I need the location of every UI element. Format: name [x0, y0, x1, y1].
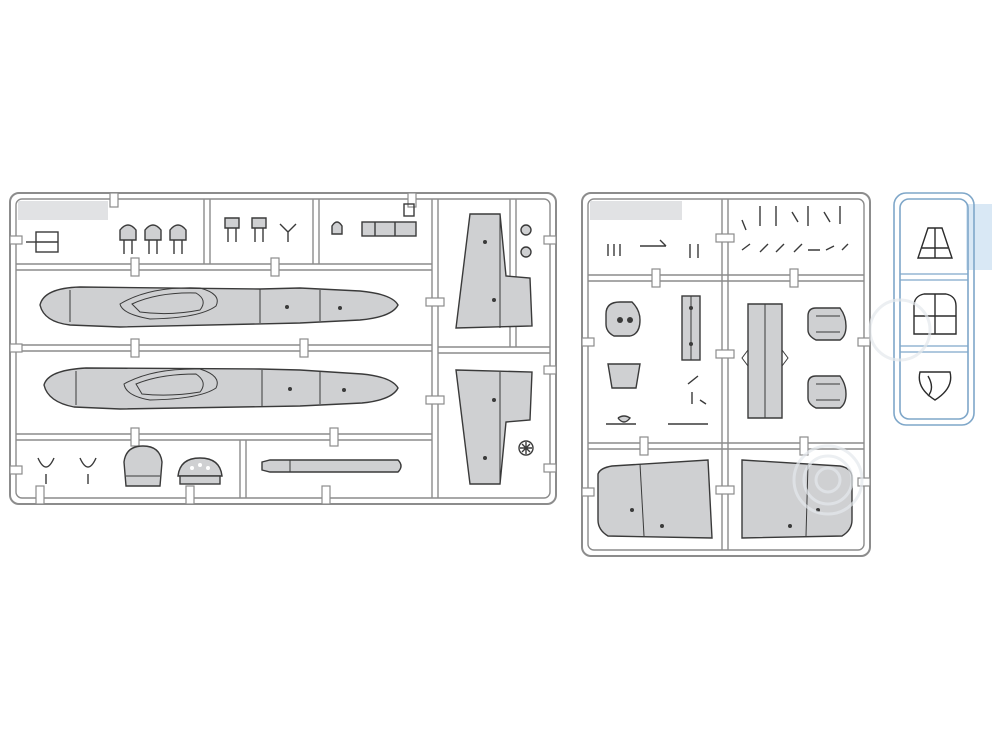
instrument-panel: [177, 457, 223, 485]
small-detail-parts: [607, 206, 849, 258]
sprue-b-frame: [581, 192, 871, 557]
intake-ring-1: [807, 307, 847, 341]
outer-wing-1: [597, 459, 713, 539]
sprue-c-tag: [966, 204, 992, 270]
engine-nacelle-1: [741, 303, 789, 419]
sprue-b-frame-inner: [587, 198, 865, 551]
rail-part: [361, 203, 417, 237]
horizontal-stabilizer-1: [455, 213, 533, 329]
boarding-ladder-part: [26, 231, 59, 253]
gate-tabs: [9, 192, 557, 505]
sprue-a: [9, 192, 557, 505]
fuselage-half-2: [43, 367, 399, 410]
box-part: [607, 363, 641, 389]
sprue-c-frame: [893, 192, 975, 426]
fuselage-half-1: [39, 286, 399, 328]
cockpit-tub: [123, 445, 163, 487]
canopy-front: [917, 227, 953, 259]
gate-tabs: [581, 233, 871, 497]
horizontal-stabilizer-2: [455, 369, 533, 485]
sprue-a-tag: [18, 201, 108, 220]
strut-parts: [606, 375, 708, 425]
intake-ring-2: [807, 375, 847, 409]
fuel-tank: [261, 459, 402, 473]
ejection-seat-parts: [119, 217, 343, 254]
sprue-c-frame-inner: [899, 198, 969, 420]
wheel-parts: [518, 224, 534, 456]
engine-nacelle-front: [605, 301, 641, 337]
sprue-b-tag: [590, 201, 682, 220]
watermark-seal: [792, 298, 932, 516]
canopy-main: [913, 293, 957, 335]
sprue-b: [581, 192, 871, 557]
sprue-c-clear: [893, 192, 992, 426]
outer-wing-2: [741, 459, 853, 539]
gear-bay: [681, 295, 701, 361]
canopy-rear: [918, 371, 952, 401]
landing-gear-struts: [37, 457, 97, 484]
